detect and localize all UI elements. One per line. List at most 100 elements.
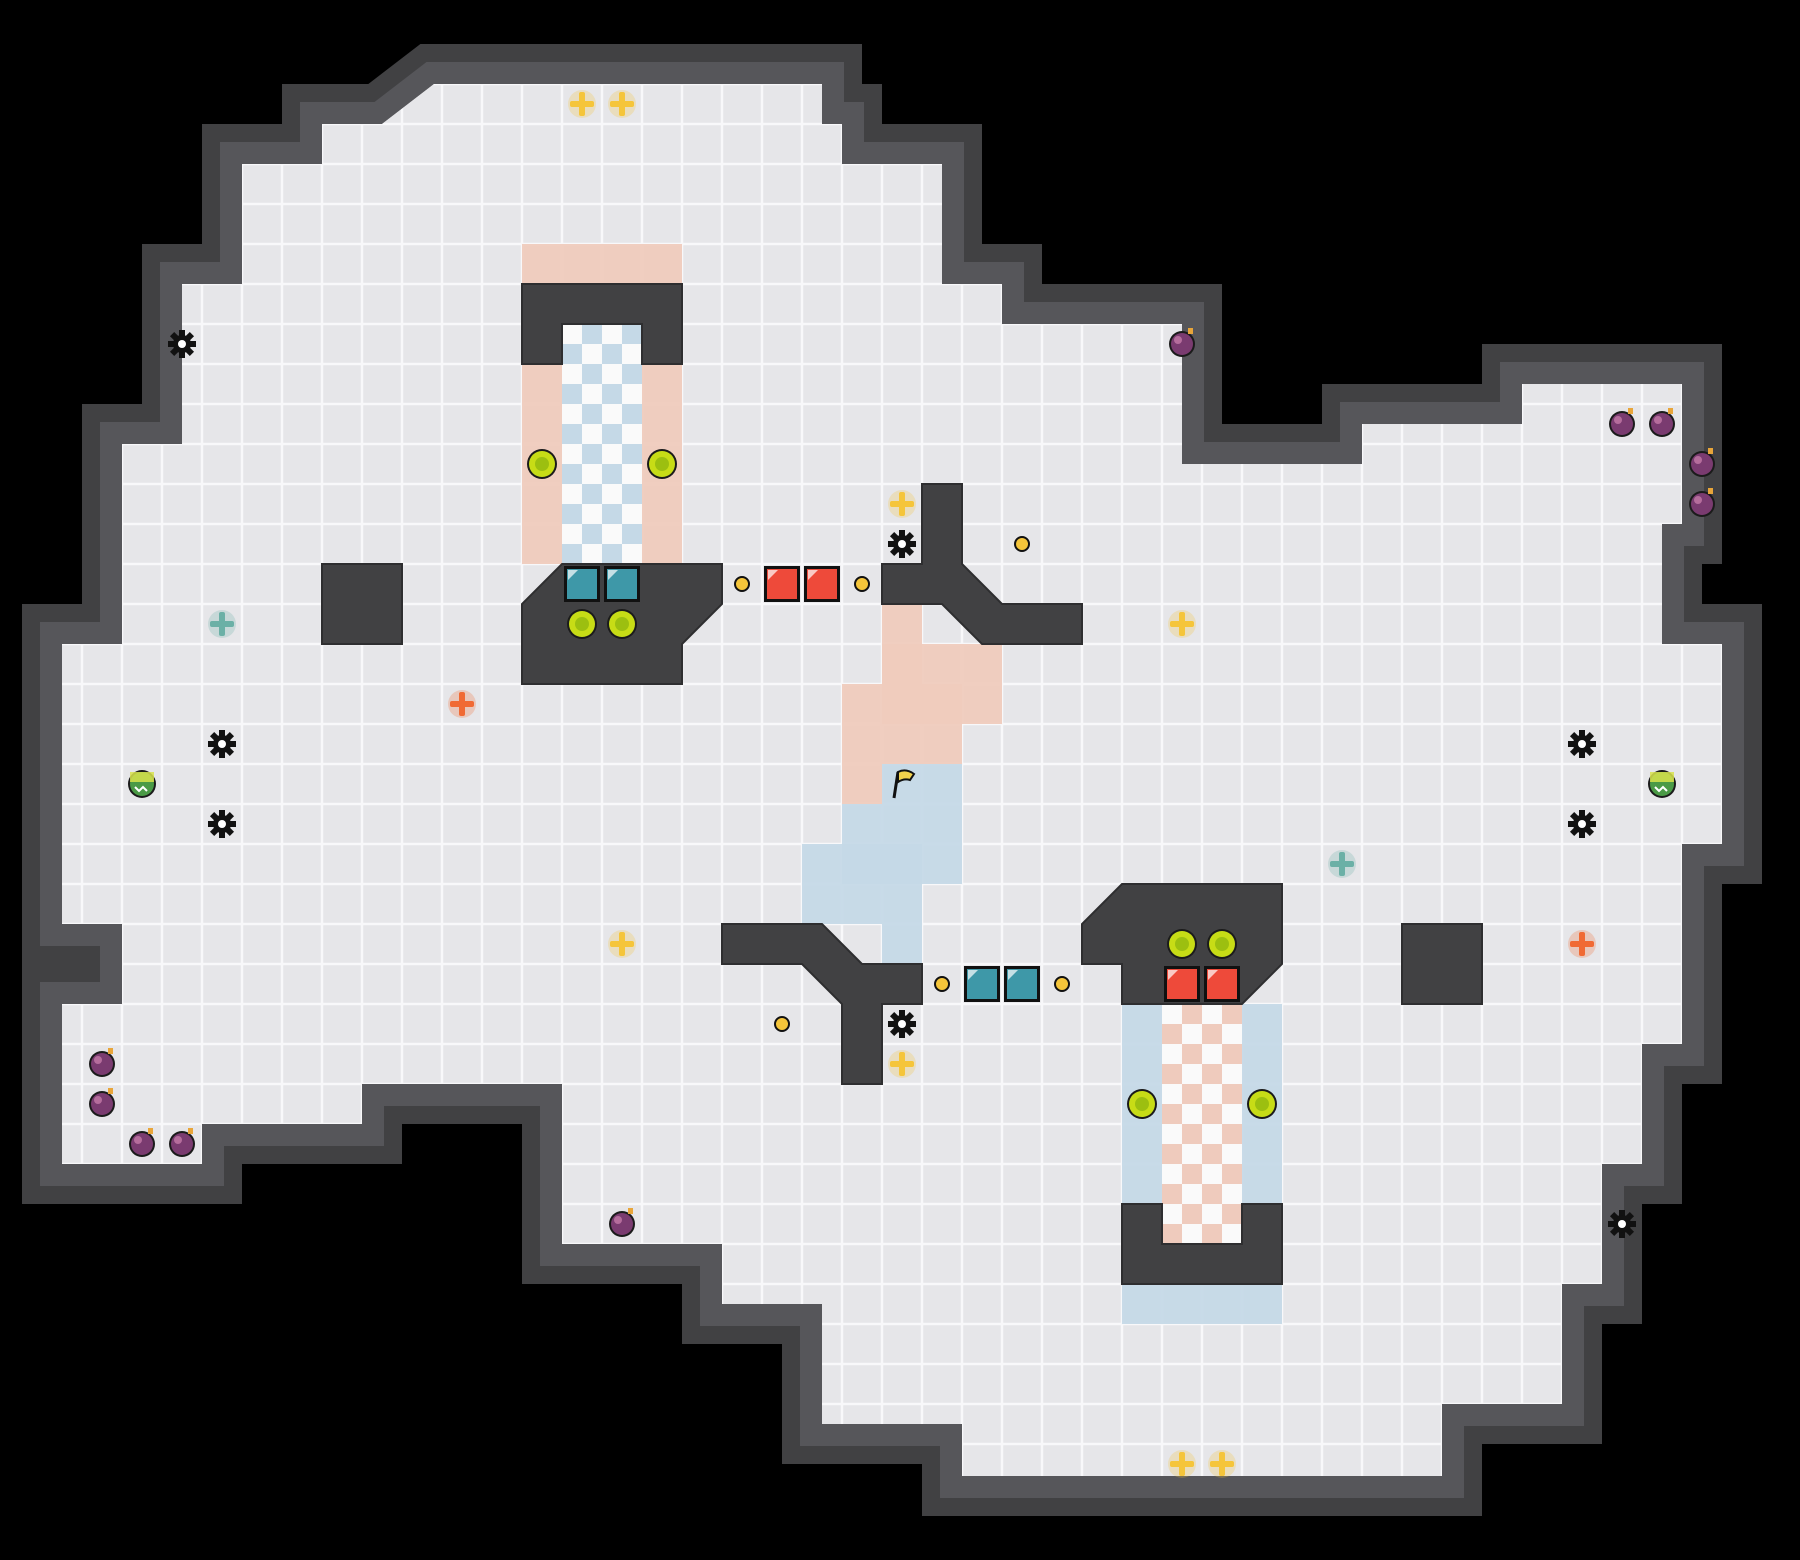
checker-cell bbox=[1182, 1224, 1202, 1244]
gold-plus-spawn-icon[interactable] bbox=[568, 90, 596, 118]
checker-cell bbox=[1222, 1224, 1242, 1244]
checker-cell bbox=[582, 384, 602, 404]
blue-checker-lane bbox=[562, 324, 642, 564]
checker-cell bbox=[602, 464, 622, 484]
red-gate-tile-icon[interactable] bbox=[1204, 966, 1240, 1002]
gear-mine-icon[interactable] bbox=[208, 730, 236, 758]
red-gate-tile-icon[interactable] bbox=[1164, 966, 1200, 1002]
checker-cell bbox=[1162, 1004, 1182, 1024]
checker-cell bbox=[562, 464, 582, 484]
checker-cell bbox=[602, 384, 622, 404]
checker-cell bbox=[602, 444, 622, 464]
gold-coin-icon[interactable] bbox=[854, 576, 870, 592]
checker-cell bbox=[1182, 1104, 1202, 1124]
gear-tooth bbox=[899, 530, 905, 538]
purple-bomb-icon[interactable] bbox=[1609, 408, 1635, 437]
purple-bomb-icon[interactable] bbox=[129, 1128, 155, 1157]
gold-plus-spawn-icon[interactable] bbox=[888, 1050, 916, 1078]
checker-cell bbox=[622, 544, 642, 564]
lime-boost-orb-icon[interactable] bbox=[1167, 929, 1197, 959]
gear-mine-icon[interactable] bbox=[1568, 810, 1596, 838]
teal-plus-spawn-icon[interactable] bbox=[1328, 850, 1356, 878]
lime-boost-orb-icon[interactable] bbox=[607, 609, 637, 639]
checker-cell bbox=[582, 444, 602, 464]
teal-gate-tile-icon[interactable] bbox=[1004, 966, 1040, 1002]
purple-bomb-icon[interactable] bbox=[609, 1208, 635, 1237]
gate-shine bbox=[1208, 970, 1218, 980]
gold-plus-spawn-icon[interactable] bbox=[888, 490, 916, 518]
checker-cell bbox=[602, 484, 622, 504]
teal-plus-spawn-icon[interactable] bbox=[208, 610, 236, 638]
gold-plus-spawn-icon[interactable] bbox=[1168, 610, 1196, 638]
purple-bomb-icon[interactable] bbox=[169, 1128, 195, 1157]
purple-bomb-icon[interactable] bbox=[89, 1088, 115, 1117]
checker-cell bbox=[562, 524, 582, 544]
teal-gate-tile-icon[interactable] bbox=[604, 566, 640, 602]
purple-bomb-icon[interactable] bbox=[89, 1048, 115, 1077]
red-base-zone bbox=[522, 244, 682, 284]
lime-boost-orb-icon[interactable] bbox=[647, 449, 677, 479]
gear-mine-icon[interactable] bbox=[1608, 1210, 1636, 1238]
lime-boost-orb-icon[interactable] bbox=[1127, 1089, 1157, 1119]
bomb-body bbox=[131, 1133, 153, 1155]
checker-cell bbox=[1162, 1224, 1182, 1244]
checker-cell bbox=[1202, 1144, 1222, 1164]
checker-cell bbox=[582, 504, 602, 524]
checker-cell bbox=[1222, 1124, 1242, 1144]
bomb-body bbox=[1611, 413, 1633, 435]
gold-plus-spawn-icon[interactable] bbox=[1168, 1450, 1196, 1478]
red-gate-tile-icon[interactable] bbox=[804, 566, 840, 602]
teal-gate-tile-icon[interactable] bbox=[564, 566, 600, 602]
spawn-bar-h bbox=[1330, 861, 1354, 867]
teal-gate-tile-icon[interactable] bbox=[964, 966, 1000, 1002]
purple-bomb-icon[interactable] bbox=[1689, 448, 1715, 477]
gold-coin-icon[interactable] bbox=[774, 1016, 790, 1032]
gate-shine bbox=[808, 570, 818, 580]
gear-mine-icon[interactable] bbox=[208, 810, 236, 838]
orange-plus-spawn-icon[interactable] bbox=[448, 690, 476, 718]
orange-plus-spawn-icon[interactable] bbox=[1568, 930, 1596, 958]
bomb-fuse bbox=[1188, 328, 1193, 334]
purple-bomb-icon[interactable] bbox=[1649, 408, 1675, 437]
checker-cell bbox=[602, 524, 622, 544]
checker-cell bbox=[582, 484, 602, 504]
speed-highlight bbox=[1650, 772, 1674, 782]
lime-boost-orb-icon[interactable] bbox=[1207, 929, 1237, 959]
checker-cell bbox=[602, 324, 622, 344]
gold-coin-icon[interactable] bbox=[734, 576, 750, 592]
lime-boost-orb-icon[interactable] bbox=[527, 449, 557, 479]
gold-plus-spawn-icon[interactable] bbox=[1208, 1450, 1236, 1478]
purple-bomb-icon[interactable] bbox=[1689, 488, 1715, 517]
bomb-body bbox=[1171, 333, 1193, 355]
boost-core bbox=[655, 457, 669, 471]
green-speed-pad-icon[interactable] bbox=[1648, 770, 1676, 798]
gold-plus-spawn-icon[interactable] bbox=[608, 90, 636, 118]
top-base-upper-wall bbox=[521, 283, 683, 365]
lime-boost-orb-icon[interactable] bbox=[567, 609, 597, 639]
lime-boost-orb-icon[interactable] bbox=[1247, 1089, 1277, 1119]
gear-tooth bbox=[1579, 830, 1585, 838]
gold-coin-icon[interactable] bbox=[934, 976, 950, 992]
checker-cell bbox=[1222, 1044, 1242, 1064]
spawn-bar-h bbox=[890, 1061, 914, 1067]
gear-mine-icon[interactable] bbox=[1568, 730, 1596, 758]
bomb-shine bbox=[1654, 416, 1662, 424]
bomb-shine bbox=[94, 1056, 102, 1064]
gold-coin-icon[interactable] bbox=[1054, 976, 1070, 992]
gold-plus-spawn-icon[interactable] bbox=[608, 930, 636, 958]
green-speed-pad-icon[interactable] bbox=[128, 770, 156, 798]
gear-mine-icon[interactable] bbox=[888, 530, 916, 558]
checker-cell bbox=[1162, 1084, 1182, 1104]
gear-mine-icon[interactable] bbox=[888, 1010, 916, 1038]
gear-mine-icon[interactable] bbox=[168, 330, 196, 358]
purple-bomb-icon[interactable] bbox=[1169, 328, 1195, 357]
checker-cell bbox=[582, 464, 602, 484]
bomb-fuse bbox=[1668, 408, 1673, 414]
gear-tooth bbox=[219, 830, 225, 838]
red-gate-tile-icon[interactable] bbox=[764, 566, 800, 602]
gold-coin-icon[interactable] bbox=[1014, 536, 1030, 552]
boost-core bbox=[1175, 937, 1189, 951]
yellow-flag-icon[interactable] bbox=[892, 769, 916, 799]
blue-base-zone bbox=[1122, 1284, 1282, 1324]
gear-tooth bbox=[1619, 1210, 1625, 1218]
